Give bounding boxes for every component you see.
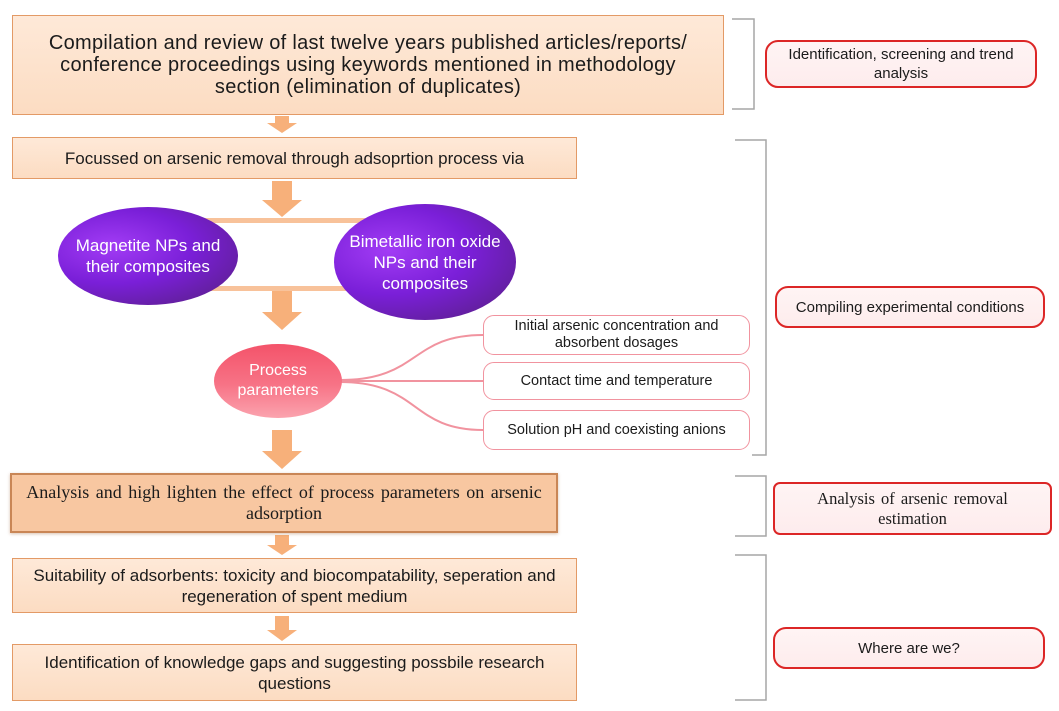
parameter-initial-concentration: Initial arsenic concentration and absorb… xyxy=(483,315,750,355)
arrow-step2-to-adsorbents xyxy=(262,181,302,217)
adsorbent-magnetite: Magnetite NPs and their composites xyxy=(58,207,238,305)
text-line: Where are we? xyxy=(858,639,960,657)
text-line: Identification of knowledge gaps and sug… xyxy=(44,652,545,672)
text-line: estimation xyxy=(878,508,947,528)
text-line: Identification, screening and trend xyxy=(788,46,1014,63)
text-line: NPs and their xyxy=(373,252,477,272)
parameter-solution-ph-text: Solution pH and coexisting anions xyxy=(507,422,725,439)
text-line: adsorption xyxy=(245,503,322,523)
stage-where-are-we-text: Where are we? xyxy=(858,639,960,658)
adsorbent-top-connector xyxy=(205,218,370,223)
step-adsorption-focus-text: Focussed on arsenic removal through adso… xyxy=(65,148,524,169)
step-knowledge-gaps: Identification of knowledge gaps and sug… xyxy=(12,644,577,701)
arrow-analysis-to-suitability xyxy=(267,535,297,555)
step-parameter-analysis: Analysis and high lighten the effect of … xyxy=(10,473,558,533)
link-parameter-initial-concentration xyxy=(339,334,484,381)
text-line: their composites xyxy=(86,257,210,276)
step-adsorbent-suitability-text: Suitability of adsorbents: toxicity and … xyxy=(33,565,555,607)
text-line: analysis xyxy=(873,65,929,82)
text-line: absorbent dosages xyxy=(554,335,679,351)
step-parameter-analysis-text: Analysis and high lighten the effect of … xyxy=(26,482,542,524)
text-line: parameters xyxy=(237,382,319,399)
arrow-adsorbents-to-parameters xyxy=(262,291,302,330)
text-line: Suitability of adsorbents: toxicity and … xyxy=(33,565,556,585)
text-line: regeneration of spent medium xyxy=(181,586,408,606)
text-line: Bimetallic iron oxide xyxy=(349,231,501,251)
stage-experimental-conditions: Compiling experimental conditions xyxy=(775,286,1045,328)
text-line: Process xyxy=(249,362,307,379)
text-line: Analysis and high lighten the effect of … xyxy=(26,482,542,502)
text-line: Analysis of arsenic removal xyxy=(817,488,1008,508)
adsorbent-bimetallic-text: Bimetallic iron oxide NPs and their comp… xyxy=(349,231,500,294)
step-literature-compilation-text: Compilation and review of last twelve ye… xyxy=(49,32,687,98)
text-line: Initial arsenic concentration and xyxy=(514,318,719,334)
process-parameters: Process parameters xyxy=(214,344,342,418)
text-line: section (elimination of duplicates) xyxy=(214,76,522,98)
text-line: Solution pH and coexisting anions xyxy=(507,421,726,438)
text-line: Focussed on arsenic removal through adso… xyxy=(64,148,525,168)
arrow-parameters-to-analysis xyxy=(262,430,302,469)
stage-experimental-conditions-text: Compiling experimental conditions xyxy=(796,298,1024,317)
link-parameter-solution-ph xyxy=(339,381,484,431)
adsorbent-bottom-connector xyxy=(208,286,360,291)
stage-removal-analysis-text: Analysis of arsenic removal estimation xyxy=(817,489,1008,529)
text-line: Contact time and temperature xyxy=(520,372,713,389)
arrow-step1-to-step2 xyxy=(267,116,297,133)
parameter-contact-time-text: Contact time and temperature xyxy=(521,373,713,390)
bracket-identification xyxy=(732,18,755,110)
parameter-solution-ph: Solution pH and coexisting anions xyxy=(483,410,750,450)
text-line: Compilation and review of last twelve ye… xyxy=(48,32,688,54)
parameter-contact-time: Contact time and temperature xyxy=(483,362,750,400)
text-line: Compiling experimental conditions xyxy=(795,298,1025,316)
bracket-where-are-we xyxy=(735,554,767,701)
adsorbent-bimetallic: Bimetallic iron oxide NPs and their comp… xyxy=(334,204,516,320)
text-line: composites xyxy=(382,273,468,293)
step-adsorption-focus: Focussed on arsenic removal through adso… xyxy=(12,137,577,179)
parameter-initial-concentration-text: Initial arsenic concentration and absorb… xyxy=(515,318,719,352)
process-parameters-text: Process parameters xyxy=(238,361,319,401)
step-adsorbent-suitability: Suitability of adsorbents: toxicity and … xyxy=(12,558,577,613)
stage-identification: Identification, screening and trend anal… xyxy=(765,40,1037,88)
stage-identification-text: Identification, screening and trend anal… xyxy=(788,45,1013,83)
step-knowledge-gaps-text: Identification of knowledge gaps and sug… xyxy=(45,652,545,694)
bracket-analysis xyxy=(735,475,767,537)
adsorbent-magnetite-text: Magnetite NPs and their composites xyxy=(76,235,221,277)
stage-where-are-we: Where are we? xyxy=(773,627,1045,669)
bracket-experimental-conditions xyxy=(735,139,767,456)
text-line: conference proceedings using keywords me… xyxy=(60,54,676,76)
arrow-suitability-to-gaps xyxy=(267,616,297,641)
stage-removal-analysis: Analysis of arsenic removal estimation xyxy=(773,482,1052,535)
step-literature-compilation: Compilation and review of last twelve ye… xyxy=(12,15,724,115)
text-line: questions xyxy=(258,673,331,693)
text-line: Magnetite NPs and xyxy=(75,236,221,255)
